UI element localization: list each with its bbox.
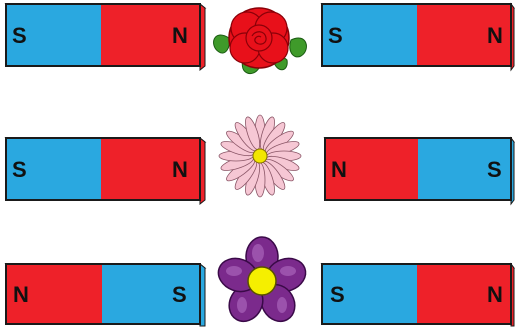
pole-left <box>6 4 101 66</box>
pole-label-right: N <box>172 157 188 182</box>
magnet-row1-left: S N <box>4 2 207 72</box>
pole-label-right: S <box>487 157 502 182</box>
row-1: S N S N <box>4 2 515 75</box>
pole-label-left: S <box>12 157 27 182</box>
pole-right <box>101 4 200 66</box>
magnet-side-face <box>199 262 206 327</box>
pink-daisy-icon <box>218 114 302 198</box>
pole-left <box>322 264 417 324</box>
magnet-row2-left: S N <box>4 136 207 206</box>
pole-label-left: S <box>328 23 343 48</box>
magnet-outline <box>5 137 201 201</box>
pole-label-left: S <box>12 23 27 48</box>
magnet-outline <box>324 137 512 201</box>
magnet-row3-left: N S <box>4 262 207 327</box>
pole-label-left: N <box>331 157 347 182</box>
magnet-outline <box>5 263 201 325</box>
pole-label-right: N <box>487 23 503 48</box>
pole-label-left: N <box>13 282 29 307</box>
purple-flower-icon <box>217 236 307 323</box>
pole-right <box>101 138 200 200</box>
pole-label-right: N <box>172 23 188 48</box>
pole-left <box>322 4 417 66</box>
pole-right <box>417 4 511 66</box>
pole-left <box>6 264 102 324</box>
pole-label-right: S <box>172 282 187 307</box>
pole-label-left: S <box>330 282 345 307</box>
magnet-row1-right: S N <box>320 2 515 72</box>
magnet-outline <box>321 263 512 325</box>
magnet-side-face <box>199 2 206 72</box>
row-2: S N N S <box>4 114 515 206</box>
row-3: N S S N <box>4 236 515 327</box>
pole-right <box>102 264 200 324</box>
pole-left <box>6 138 101 200</box>
pole-right <box>417 264 511 324</box>
magnet-outline <box>5 3 201 67</box>
pole-right <box>418 138 511 200</box>
red-rose-icon <box>213 7 307 75</box>
magnet-side-face <box>199 136 206 206</box>
pole-label-right: N <box>487 282 503 307</box>
magnet-outline <box>321 3 512 67</box>
pole-left <box>325 138 418 200</box>
magnet-row2-right: N S <box>323 136 515 206</box>
magnet-row3-right: S N <box>320 262 515 327</box>
